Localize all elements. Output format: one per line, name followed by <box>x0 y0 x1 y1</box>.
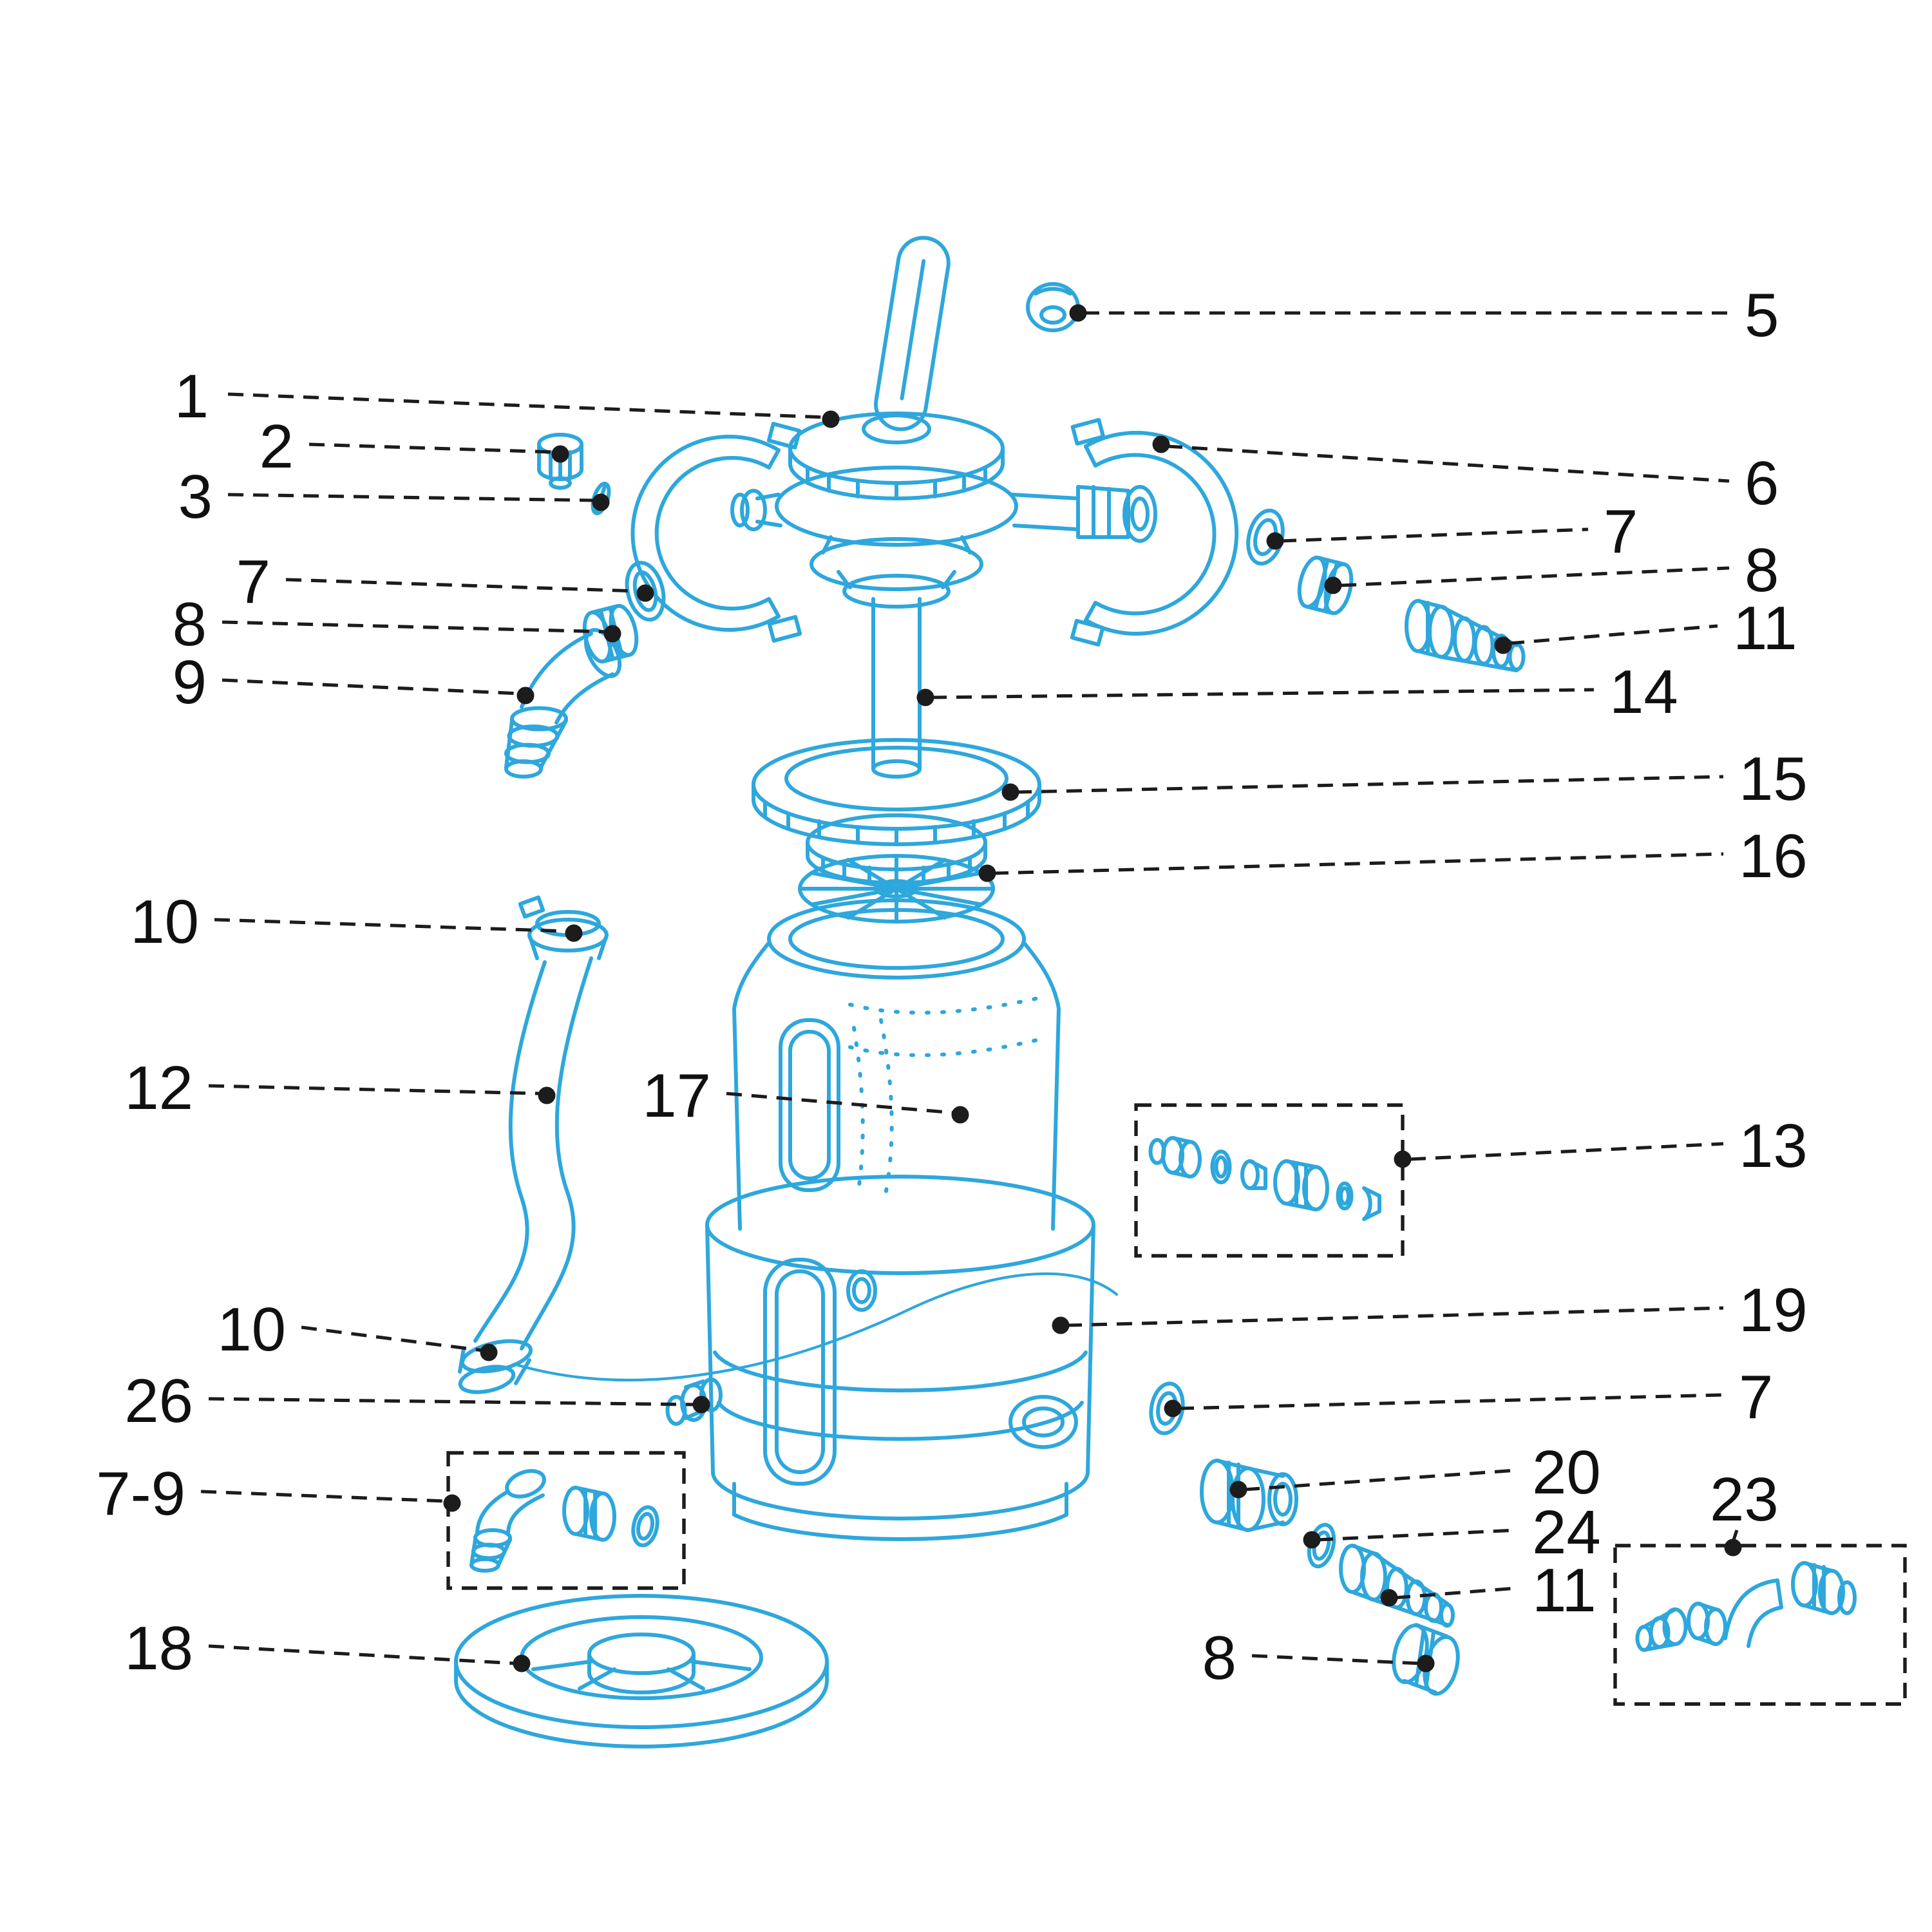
part-label-15: 15 <box>1739 744 1808 813</box>
leader-19 <box>1052 1306 1724 1334</box>
leader-16 <box>978 852 1724 882</box>
hose-nut-8-bottom <box>1392 1623 1460 1696</box>
part-label-17: 17 <box>642 1061 711 1130</box>
leader-13 <box>1394 1142 1724 1168</box>
part-label-19: 19 <box>1739 1276 1808 1345</box>
power-cord <box>512 1272 1119 1382</box>
clamp-ring-right <box>1070 417 1239 647</box>
standpipe <box>871 597 922 779</box>
part-label-13: 13 <box>1739 1112 1808 1180</box>
base-stand <box>454 1594 829 1748</box>
part-label-2: 2 <box>260 412 294 481</box>
part-label-16: 16 <box>1739 822 1808 891</box>
part-label-8-left: 8 <box>173 590 207 659</box>
part-label-12: 12 <box>124 1054 193 1122</box>
part-label-11-right: 11 <box>1733 594 1797 663</box>
spare-parts-box-13 <box>1134 1103 1405 1258</box>
part-label-11-bottom: 11 <box>1532 1556 1596 1625</box>
leader-17 <box>726 1092 969 1124</box>
leader-8-right <box>1324 566 1730 594</box>
leader-11-bottom <box>1380 1586 1517 1607</box>
leader-7-left <box>285 578 654 602</box>
part-label-26: 26 <box>124 1367 193 1435</box>
hose <box>473 956 593 1350</box>
part-label-10-top: 10 <box>130 887 199 956</box>
leader-18 <box>208 1644 531 1672</box>
leader-10-bottom <box>301 1325 498 1361</box>
part-label-7-left: 7 <box>236 547 270 616</box>
part-label-10-bottom: 10 <box>217 1295 286 1364</box>
o-ring-7-left <box>625 560 666 622</box>
leader-15 <box>1001 775 1724 801</box>
leader-1 <box>227 392 840 428</box>
leader-9 <box>222 678 535 705</box>
part-label-24: 24 <box>1532 1498 1601 1567</box>
part-label-7-bottom: 7 <box>1739 1363 1773 1432</box>
diffuser <box>798 854 995 923</box>
leader-7-bottom <box>1164 1393 1724 1417</box>
spare-parts-box-23 <box>1613 1544 1907 1706</box>
part-label-5: 5 <box>1745 281 1779 350</box>
leader-24 <box>1303 1528 1517 1549</box>
leader-5 <box>1069 304 1729 322</box>
hose-adapter-11-bottom <box>1339 1544 1455 1628</box>
hose-cuff-top <box>518 895 609 960</box>
drain-valve <box>665 1378 723 1426</box>
leader-14 <box>916 688 1595 706</box>
leader-8-left <box>222 620 621 643</box>
leader-7-right <box>1266 527 1589 550</box>
part-label-9: 9 <box>173 648 207 717</box>
valve-cap <box>1026 282 1080 332</box>
hose-cuff-bottom <box>458 1339 533 1394</box>
pump-housing <box>705 1175 1095 1541</box>
part-label-8-bottom: 8 <box>1202 1624 1236 1692</box>
leader-6 <box>1152 435 1730 483</box>
leader-12 <box>208 1084 556 1104</box>
air-release-knob <box>537 433 583 490</box>
part-label-6: 6 <box>1745 449 1779 518</box>
part-label-23: 23 <box>1710 1465 1779 1534</box>
part-label-8-right: 8 <box>1745 536 1779 605</box>
spare-parts-box-7-9 <box>446 1451 686 1590</box>
part-label-18: 18 <box>124 1614 193 1683</box>
leader-8-bottom <box>1251 1654 1435 1672</box>
leader-3 <box>227 493 610 511</box>
part-label-3: 3 <box>178 462 213 531</box>
leader-2 <box>308 442 569 463</box>
filter-tank <box>732 898 1061 1231</box>
part-label-1: 1 <box>175 362 209 431</box>
clamp-ring-left <box>630 421 802 643</box>
part-label-20: 20 <box>1532 1438 1601 1507</box>
leader-7-9 <box>200 1490 461 1512</box>
hose-adapter-11-right <box>1405 599 1526 672</box>
leader-26 <box>208 1396 710 1414</box>
part-label-7-right: 7 <box>1604 497 1638 566</box>
union-fitting-20 <box>1200 1459 1298 1532</box>
leader-23 <box>1724 1530 1742 1557</box>
leader-10-top <box>214 918 583 942</box>
leader-11-right <box>1494 624 1718 654</box>
part-label-7-9: 7-9 <box>96 1459 185 1528</box>
part-label-14: 14 <box>1609 658 1678 726</box>
leader-20 <box>1229 1468 1517 1499</box>
